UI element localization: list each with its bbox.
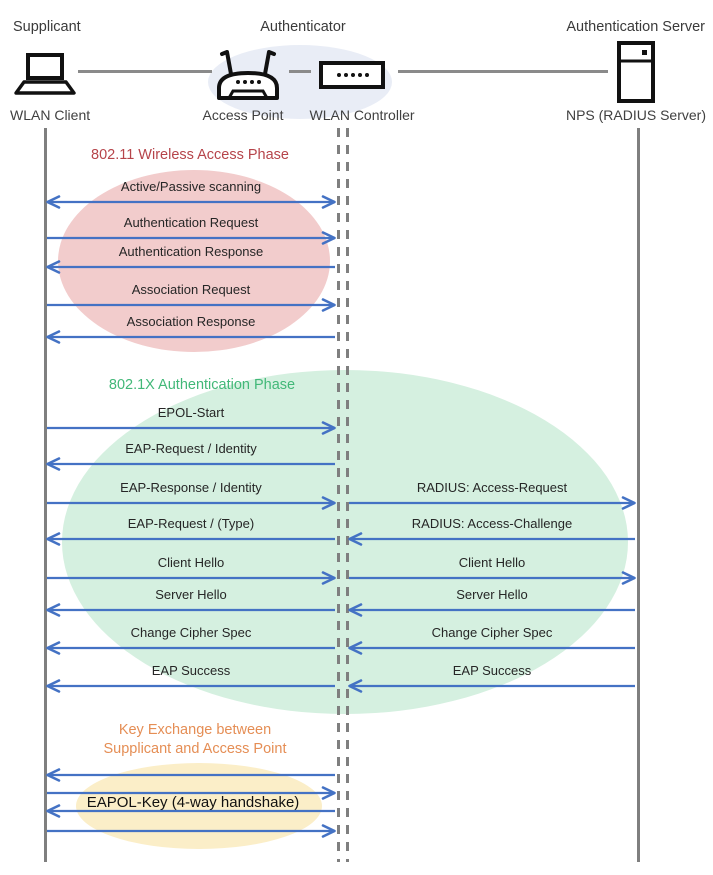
wlan-controller-icon bbox=[319, 61, 385, 89]
message-arrow bbox=[47, 421, 336, 435]
server-icon bbox=[617, 41, 655, 103]
message-arrow bbox=[47, 231, 336, 245]
message-arrow bbox=[348, 603, 635, 617]
phase-title-key-exchange: Key Exchange between Supplicant and Acce… bbox=[45, 721, 345, 759]
message-arrow bbox=[46, 260, 335, 274]
phase-title-key-exchange-line2: Supplicant and Access Point bbox=[103, 741, 287, 757]
message-label: Server Hello bbox=[456, 587, 528, 602]
message-label: RADIUS: Access-Request bbox=[416, 480, 568, 495]
message-arrow bbox=[47, 786, 336, 800]
message-label: EAP-Request / Identity bbox=[125, 441, 257, 456]
message-arrow bbox=[349, 496, 636, 510]
message-arrow bbox=[348, 679, 635, 693]
message-label: EAP Success bbox=[452, 663, 532, 678]
message-arrow bbox=[47, 496, 336, 510]
message-label: Client Hello bbox=[157, 555, 225, 570]
message-arrow bbox=[46, 532, 335, 546]
message-arrow bbox=[46, 603, 335, 617]
phase-title-dot1x-auth: 802.1X Authentication Phase bbox=[108, 377, 296, 393]
laptop-icon bbox=[14, 53, 76, 95]
message-label: EAP-Request / (Type) bbox=[127, 516, 255, 531]
access-point-icon bbox=[217, 50, 279, 100]
role-label-authenticator: Authenticator bbox=[260, 19, 346, 35]
message-arrow bbox=[46, 195, 336, 209]
message-arrow bbox=[348, 532, 635, 546]
message-arrow bbox=[46, 330, 335, 344]
message-label: Authentication Request bbox=[123, 215, 259, 230]
message-label: EPOL-Start bbox=[157, 405, 225, 420]
message-arrow bbox=[349, 571, 636, 585]
message-label: Authentication Response bbox=[118, 244, 264, 259]
eapol-key-label: EAPOL-Key (4-way handshake) bbox=[86, 794, 300, 811]
message-arrow bbox=[47, 571, 336, 585]
device-label-wlan-controller: WLAN Controller bbox=[309, 107, 415, 123]
message-arrow bbox=[47, 298, 336, 312]
message-label: Association Response bbox=[126, 314, 256, 329]
message-label: EAP Success bbox=[151, 663, 231, 678]
connector-line bbox=[289, 70, 311, 73]
message-label: Active/Passive scanning bbox=[120, 179, 262, 194]
message-arrow bbox=[46, 768, 335, 782]
device-label-nps-radius-server: NPS (RADIUS Server) bbox=[565, 107, 706, 123]
phase-title-key-exchange-line1: Key Exchange between bbox=[118, 722, 272, 738]
message-arrow bbox=[348, 641, 635, 655]
phase-title-wireless-access: 802.11 Wireless Access Phase bbox=[91, 147, 289, 163]
message-label: Change Cipher Spec bbox=[130, 625, 252, 640]
phase-ellipse-wireless-access bbox=[58, 170, 330, 352]
message-label: Change Cipher Spec bbox=[431, 625, 553, 640]
message-label: Association Request bbox=[131, 282, 251, 297]
nps-lifeline bbox=[637, 128, 640, 862]
connector-line bbox=[78, 70, 212, 73]
device-label-wlan-client: WLAN Client bbox=[10, 107, 91, 123]
message-arrow bbox=[46, 641, 335, 655]
message-arrow bbox=[46, 679, 335, 693]
message-arrow bbox=[46, 804, 335, 818]
phase-ellipse-key-exchange bbox=[76, 763, 322, 849]
role-label-supplicant: Supplicant bbox=[13, 19, 81, 35]
wlan-client-lifeline bbox=[44, 128, 47, 862]
message-label: Server Hello bbox=[155, 587, 227, 602]
message-arrow bbox=[47, 824, 336, 838]
wlan-controller-lifeline-right bbox=[346, 128, 349, 862]
role-label-authentication-server: Authentication Server bbox=[566, 19, 705, 35]
message-label: RADIUS: Access-Challenge bbox=[411, 516, 573, 531]
message-label: Client Hello bbox=[458, 555, 526, 570]
message-arrow bbox=[46, 457, 335, 471]
connector-line bbox=[398, 70, 608, 73]
device-label-access-point: Access Point bbox=[202, 107, 284, 123]
message-label: EAP-Response / Identity bbox=[120, 480, 262, 495]
wlan-controller-lifeline-left bbox=[337, 128, 340, 862]
